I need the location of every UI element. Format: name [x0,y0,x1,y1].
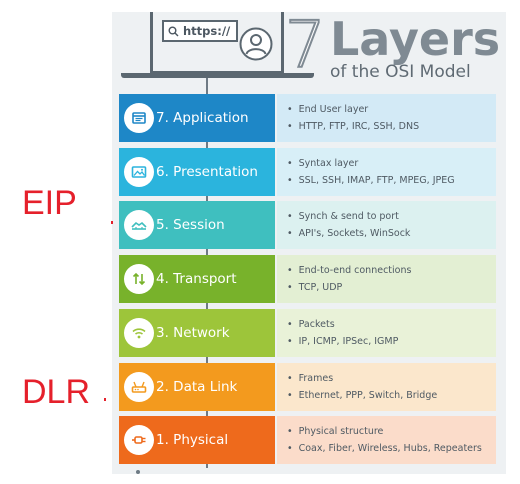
layer-description: FramesEthernet, PPP, Switch, Bridge [277,362,496,411]
layer-label-box: 3. Network [119,308,275,357]
layer-label: 4. Transport [156,271,237,288]
layer-label-box: 5. Session [119,201,275,250]
title-subtitle: of the OSI Model [330,62,471,82]
dlr-annotation-mark [104,398,106,401]
layer-row: 3. Network PacketsIP, ICMP, IPSec, IGMP [119,308,496,357]
wifi-icon [124,317,154,348]
layer-label: 5. Session [156,217,225,234]
laptop-base [121,73,314,78]
layer-description-item: SSL, SSH, IMAP, FTP, MPEG, JPEG [287,175,496,186]
url-text: https:// [183,24,231,38]
layer-description-item: IP, ICMP, IPSec, IGMP [287,336,496,347]
layer-description-item: Frames [287,373,496,384]
layer-description-item: Packets [287,319,496,330]
layer-row: 4. Transport End-to-end connectionsTCP, U… [119,255,496,304]
layer-description-item: API's, Sockets, WinSock [287,228,496,239]
layer-description: PacketsIP, ICMP, IPSec, IGMP [277,308,496,357]
layer-row: 7. Application End User layerHTTP, FTP, I… [119,94,496,142]
title-word: Layers [330,12,501,66]
layer-description-item: Synch & send to port [287,211,496,222]
user-icon [239,27,273,61]
layer-row: 2. Data Link FramesEthernet, PPP, Switch,… [119,362,496,411]
layer-label-box: 2. Data Link [119,362,275,411]
bottom-marker [136,470,140,474]
layer-label: 6. Presentation [156,163,258,180]
layer-row: 1. Physical Physical structureCoax, Fiber… [119,416,496,465]
image-icon [124,156,154,187]
url-bar: https:// [162,20,238,42]
layer-label: 3. Network [156,324,230,341]
layer-row: 5. Session Synch & send to portAPI's, Soc… [119,201,496,250]
handshake-icon [124,210,154,241]
layer-description-item: TCP, UDP [287,282,496,293]
layer-description: Syntax layerSSL, SSH, IMAP, FTP, MPEG, J… [277,147,496,196]
eip-annotation-mark [111,221,113,224]
layer-description: End User layerHTTP, FTP, IRC, SSH, DNS [277,94,496,142]
layer-description-item: Physical structure [287,426,496,437]
layer-label: 2. Data Link [156,378,238,395]
plug-icon [124,425,154,456]
layer-label-box: 1. Physical [119,416,275,465]
layer-description-item: Coax, Fiber, Wireless, Hubs, Repeaters [287,443,496,454]
layer-description-item: End User layer [287,104,496,115]
window-icon [124,103,154,133]
layer-description-item: Syntax layer [287,158,496,169]
layer-row: 6. Presentation Syntax layerSSL, SSH, IMA… [119,147,496,196]
layer-description-item: End-to-end connections [287,265,496,276]
layer-description: Synch & send to portAPI's, Sockets, WinS… [277,201,496,250]
layer-label-box: 4. Transport [119,255,275,304]
router-icon [124,371,154,402]
layer-description: Physical structureCoax, Fiber, Wireless,… [277,416,496,465]
search-icon [168,26,179,36]
layer-label-box: 7. Application [119,94,275,142]
layer-label: 7. Application [156,110,249,126]
title-number: 7 [284,9,327,83]
arrows-up-down-icon [124,264,154,295]
eip-annotation: EIP [22,184,77,222]
layer-description-item: Ethernet, PPP, Switch, Bridge [287,390,496,401]
layer-label-box: 6. Presentation [119,147,275,196]
layer-description-item: HTTP, FTP, IRC, SSH, DNS [287,121,496,132]
layer-label: 1. Physical [156,432,229,449]
layer-description: End-to-end connectionsTCP, UDP [277,255,496,304]
dlr-annotation: DLR [22,373,91,411]
